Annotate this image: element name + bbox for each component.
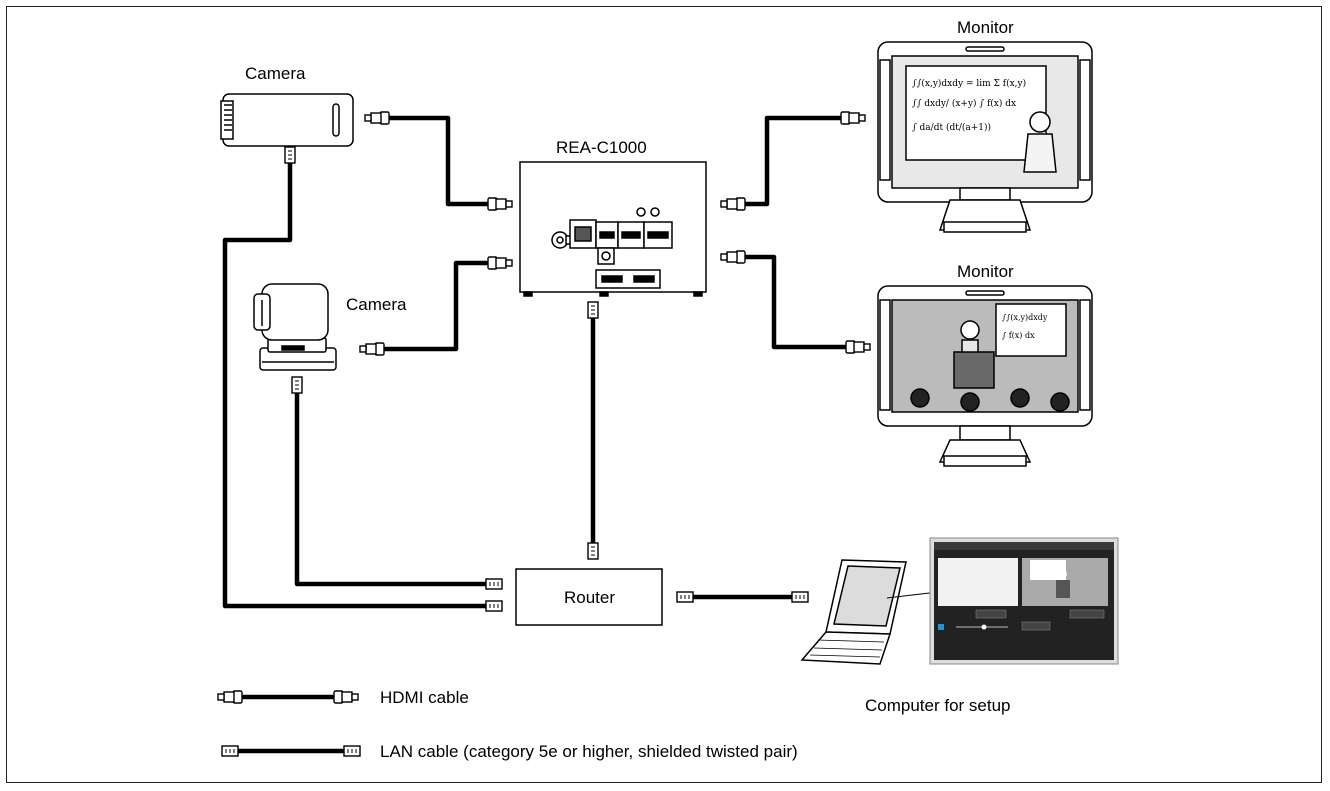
rea-c1000-label: REA-C1000: [556, 138, 647, 157]
diagram-frame: [6, 6, 1322, 783]
hdmi-cable-camera-ptz: [382, 260, 492, 352]
monitor-top-label: Monitor: [957, 18, 1014, 37]
svg-text:∫ f(x) dx: ∫ f(x) dx: [1002, 331, 1035, 340]
router-box: [515, 568, 663, 626]
router-label: Router: [564, 588, 616, 607]
svg-text:∫∫(x,y)dxdy: ∫∫(x,y)dxdy: [1002, 313, 1048, 322]
cables: [222, 115, 850, 609]
hdmi-cable-camera-top: [387, 115, 492, 207]
legend-lan-sample: [221, 745, 361, 757]
setup-software-screenshot: [929, 537, 1119, 665]
rea-c1000-device: [519, 161, 707, 297]
lan-cable-camera-ptz: [294, 391, 488, 587]
svg-text:∫ da/dt (dt/(a+1)): ∫ da/dt (dt/(a+1)): [912, 122, 991, 133]
computer-device: [800, 559, 939, 665]
monitor-bottom-label: Monitor: [957, 262, 1014, 281]
hdmi-cable-monitor-bottom: [743, 254, 850, 350]
monitor-bottom-device: ∫∫(x,y)dxdy ∫ f(x) dx: [877, 285, 1093, 467]
camera-ptz-label: Camera: [346, 295, 407, 314]
lan-cable-camera-top: [222, 161, 488, 609]
monitor-top-device: ∫∫(x,y)dxdy = lim Σ f(x,y) ∫∫ dxdy/ (x+y…: [877, 41, 1093, 233]
camera-top-device: [220, 93, 354, 147]
legend-lan-label: LAN cable (category 5e or higher, shield…: [380, 742, 798, 761]
svg-text:∫∫(x,y)dxdy = lim Σ f(x,y): ∫∫(x,y)dxdy = lim Σ f(x,y): [912, 78, 1026, 89]
camera-top-label: Camera: [245, 64, 306, 83]
legend-hdmi-label: HDMI cable: [380, 688, 469, 707]
computer-label: Computer for setup: [865, 696, 1011, 715]
svg-text:∫∫ dxdy/ (x+y) ∫ f(x) dx: ∫∫ dxdy/ (x+y) ∫ f(x) dx: [912, 98, 1016, 109]
hdmi-cable-monitor-top: [743, 115, 843, 207]
camera-ptz-device: [253, 283, 337, 371]
legend-hdmi-sample: [217, 690, 359, 704]
